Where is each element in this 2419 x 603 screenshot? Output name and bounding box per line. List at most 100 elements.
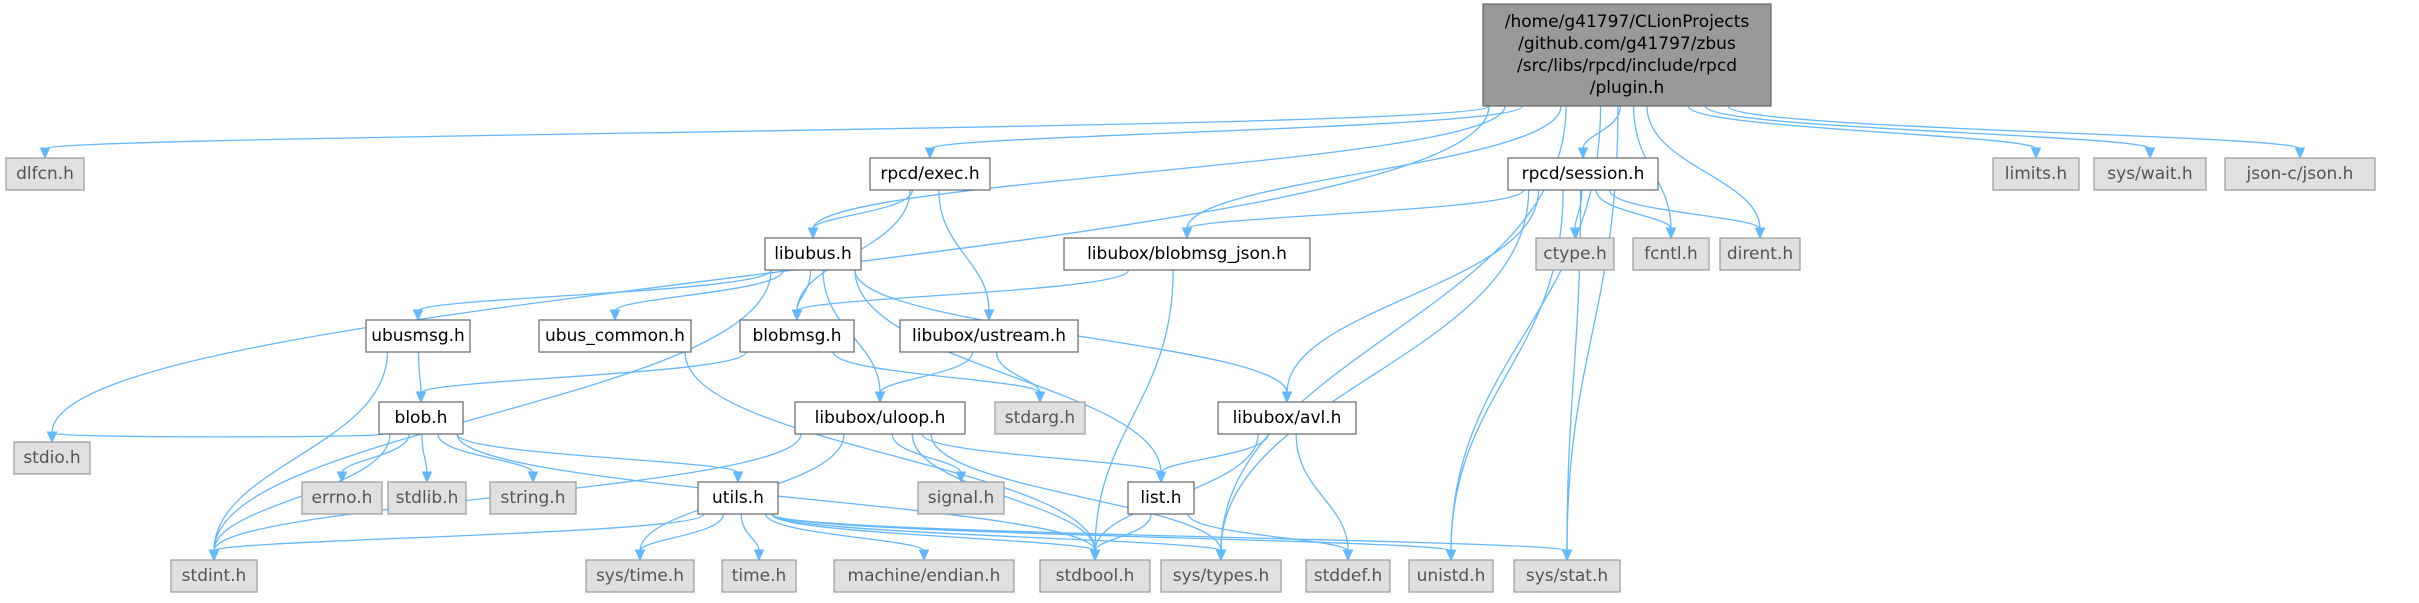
node-label-fcntl: fcntl.h	[1644, 244, 1698, 264]
edge-ubusmsg-to-stdint	[213, 351, 389, 552]
node-avl[interactable]: libubox/avl.h	[1217, 401, 1357, 435]
node-box-stdlib	[387, 481, 467, 515]
node-libubus[interactable]: libubus.h	[764, 237, 862, 271]
edge-rpcd_session-to-systypes	[1220, 189, 1530, 552]
edge-rpcd_session-to-dirent	[1608, 189, 1761, 230]
node-errno: errno.h	[301, 481, 383, 515]
edge-blobmsg-to-stdarg	[832, 351, 1041, 394]
node-box-dirent	[1719, 237, 1801, 271]
node-string: string.h	[489, 481, 577, 515]
node-systime: sys/time.h	[585, 559, 695, 593]
node-box-stdint	[170, 559, 258, 593]
node-ubus_common[interactable]: ubus_common.h	[538, 319, 692, 353]
node-box-blobmsg[interactable]	[739, 319, 855, 353]
edge-rpcd_exec-to-libubus	[812, 189, 914, 230]
node-label-blobmsg_json: libubox/blobmsg_json.h	[1087, 244, 1287, 264]
arrowhead-root-to-jsonc	[2294, 147, 2306, 160]
node-box-rpcd_session[interactable]	[1507, 157, 1659, 191]
edge-uloop-to-signal	[891, 433, 962, 474]
node-label-utils: utils.h	[712, 488, 764, 508]
arrowhead-rpcd_session-to-dirent	[1754, 227, 1766, 240]
node-rpcd_exec[interactable]: rpcd/exec.h	[869, 157, 991, 191]
node-box-ubusmsg[interactable]	[365, 319, 471, 353]
node-stdarg: stdarg.h	[994, 401, 1086, 435]
node-label-signal: signal.h	[928, 488, 994, 508]
node-box-signal	[917, 481, 1005, 515]
node-label-libubus: libubus.h	[774, 244, 852, 264]
node-label-blobmsg: blobmsg.h	[752, 326, 841, 346]
root-node-plugin-h: /home/g41797/CLionProjects/github.com/g4…	[1482, 3, 1772, 107]
node-rpcd_session[interactable]: rpcd/session.h	[1507, 157, 1659, 191]
node-uloop[interactable]: libubox/uloop.h	[794, 401, 966, 435]
node-stddef: stddef.h	[1305, 559, 1391, 593]
edge-list-to-stddef	[1187, 513, 1349, 552]
node-box-ustream[interactable]	[899, 319, 1079, 353]
arrowhead-utils-to-stdint	[208, 549, 220, 562]
node-stdlib: stdlib.h	[387, 481, 467, 515]
node-box-fcntl	[1632, 237, 1710, 271]
arrowhead-root-to-syswait	[2144, 147, 2156, 160]
edge-utils-to-systime	[639, 513, 724, 552]
node-label-avl: libubox/avl.h	[1233, 408, 1342, 428]
node-box-stdio	[13, 441, 91, 475]
root-node-label-line-3: /src/libs/rpcd/include/rpcd	[1517, 56, 1737, 76]
node-label-systime: sys/time.h	[596, 566, 684, 586]
node-box-utils[interactable]	[697, 481, 779, 515]
node-box-blob[interactable]	[378, 401, 464, 435]
node-jsonc: json-c/json.h	[2224, 157, 2376, 191]
node-systypes: sys/types.h	[1160, 559, 1282, 593]
edge-uloop-to-list	[921, 433, 1162, 474]
node-ustream[interactable]: libubox/ustream.h	[899, 319, 1079, 353]
node-box-ctype	[1535, 237, 1615, 271]
node-blobmsg[interactable]: blobmsg.h	[739, 319, 855, 353]
node-label-rpcd_exec: rpcd/exec.h	[880, 164, 979, 184]
arrowhead-utils-to-time	[753, 549, 765, 562]
node-box-libubus[interactable]	[764, 237, 862, 271]
edge-ustream-to-uloop	[879, 351, 974, 394]
node-ctype: ctype.h	[1535, 237, 1615, 271]
node-box-jsonc	[2224, 157, 2376, 191]
node-signal: signal.h	[917, 481, 1005, 515]
edge-list-to-stdbool	[1094, 513, 1152, 552]
node-utils[interactable]: utils.h	[697, 481, 779, 515]
node-box-errno	[301, 481, 383, 515]
node-blobmsg_json[interactable]: libubox/blobmsg_json.h	[1063, 237, 1311, 271]
arrowhead-blob-to-stdlib	[421, 471, 433, 484]
edge-blob-to-stdio	[51, 432, 386, 438]
node-box-unistd	[1408, 559, 1494, 593]
node-blob[interactable]: blob.h	[378, 401, 464, 435]
edge-utils-to-time	[740, 513, 760, 552]
arrowhead-list-to-stddef	[1342, 549, 1354, 562]
node-box-list[interactable]	[1127, 481, 1195, 515]
node-box-rpcd_exec[interactable]	[869, 157, 991, 191]
node-box-blobmsg_json[interactable]	[1063, 237, 1311, 271]
node-box-uloop[interactable]	[794, 401, 966, 435]
arrowhead-root-to-dlfcn	[39, 147, 51, 160]
node-ubusmsg[interactable]: ubusmsg.h	[365, 319, 471, 353]
node-limits: limits.h	[1992, 157, 2080, 191]
edge-blob-to-utils	[456, 433, 739, 474]
edge-root-to-limits	[1687, 105, 2037, 150]
arrowhead-libubus-to-blobmsg	[791, 309, 803, 322]
node-box-ubus_common[interactable]	[538, 319, 692, 353]
edge-root-to-rpcd_session	[1582, 105, 1622, 150]
node-box-sysstat	[1513, 559, 1621, 593]
node-box-stddef	[1305, 559, 1391, 593]
edge-rpcd_session-to-ctype	[1574, 189, 1583, 230]
node-label-sysstat: sys/stat.h	[1526, 566, 1608, 586]
node-box-stdbool	[1039, 559, 1151, 593]
edge-blobmsg_json-to-stdbool	[1094, 269, 1174, 552]
arrowhead-ustream-to-uloop	[874, 391, 886, 404]
edge-avl-to-list	[1160, 433, 1269, 474]
arrowhead-rpcd_exec-to-ustream	[983, 309, 995, 322]
node-list[interactable]: list.h	[1127, 481, 1195, 515]
arrowhead-blob-to-errno	[336, 471, 348, 484]
node-label-dirent: dirent.h	[1727, 244, 1793, 264]
node-unistd: unistd.h	[1408, 559, 1494, 593]
node-box-avl[interactable]	[1217, 401, 1357, 435]
node-label-time: time.h	[732, 566, 787, 586]
node-label-stdlib: stdlib.h	[396, 488, 459, 508]
node-box-syswait	[2093, 157, 2207, 191]
node-sysstat: sys/stat.h	[1513, 559, 1621, 593]
